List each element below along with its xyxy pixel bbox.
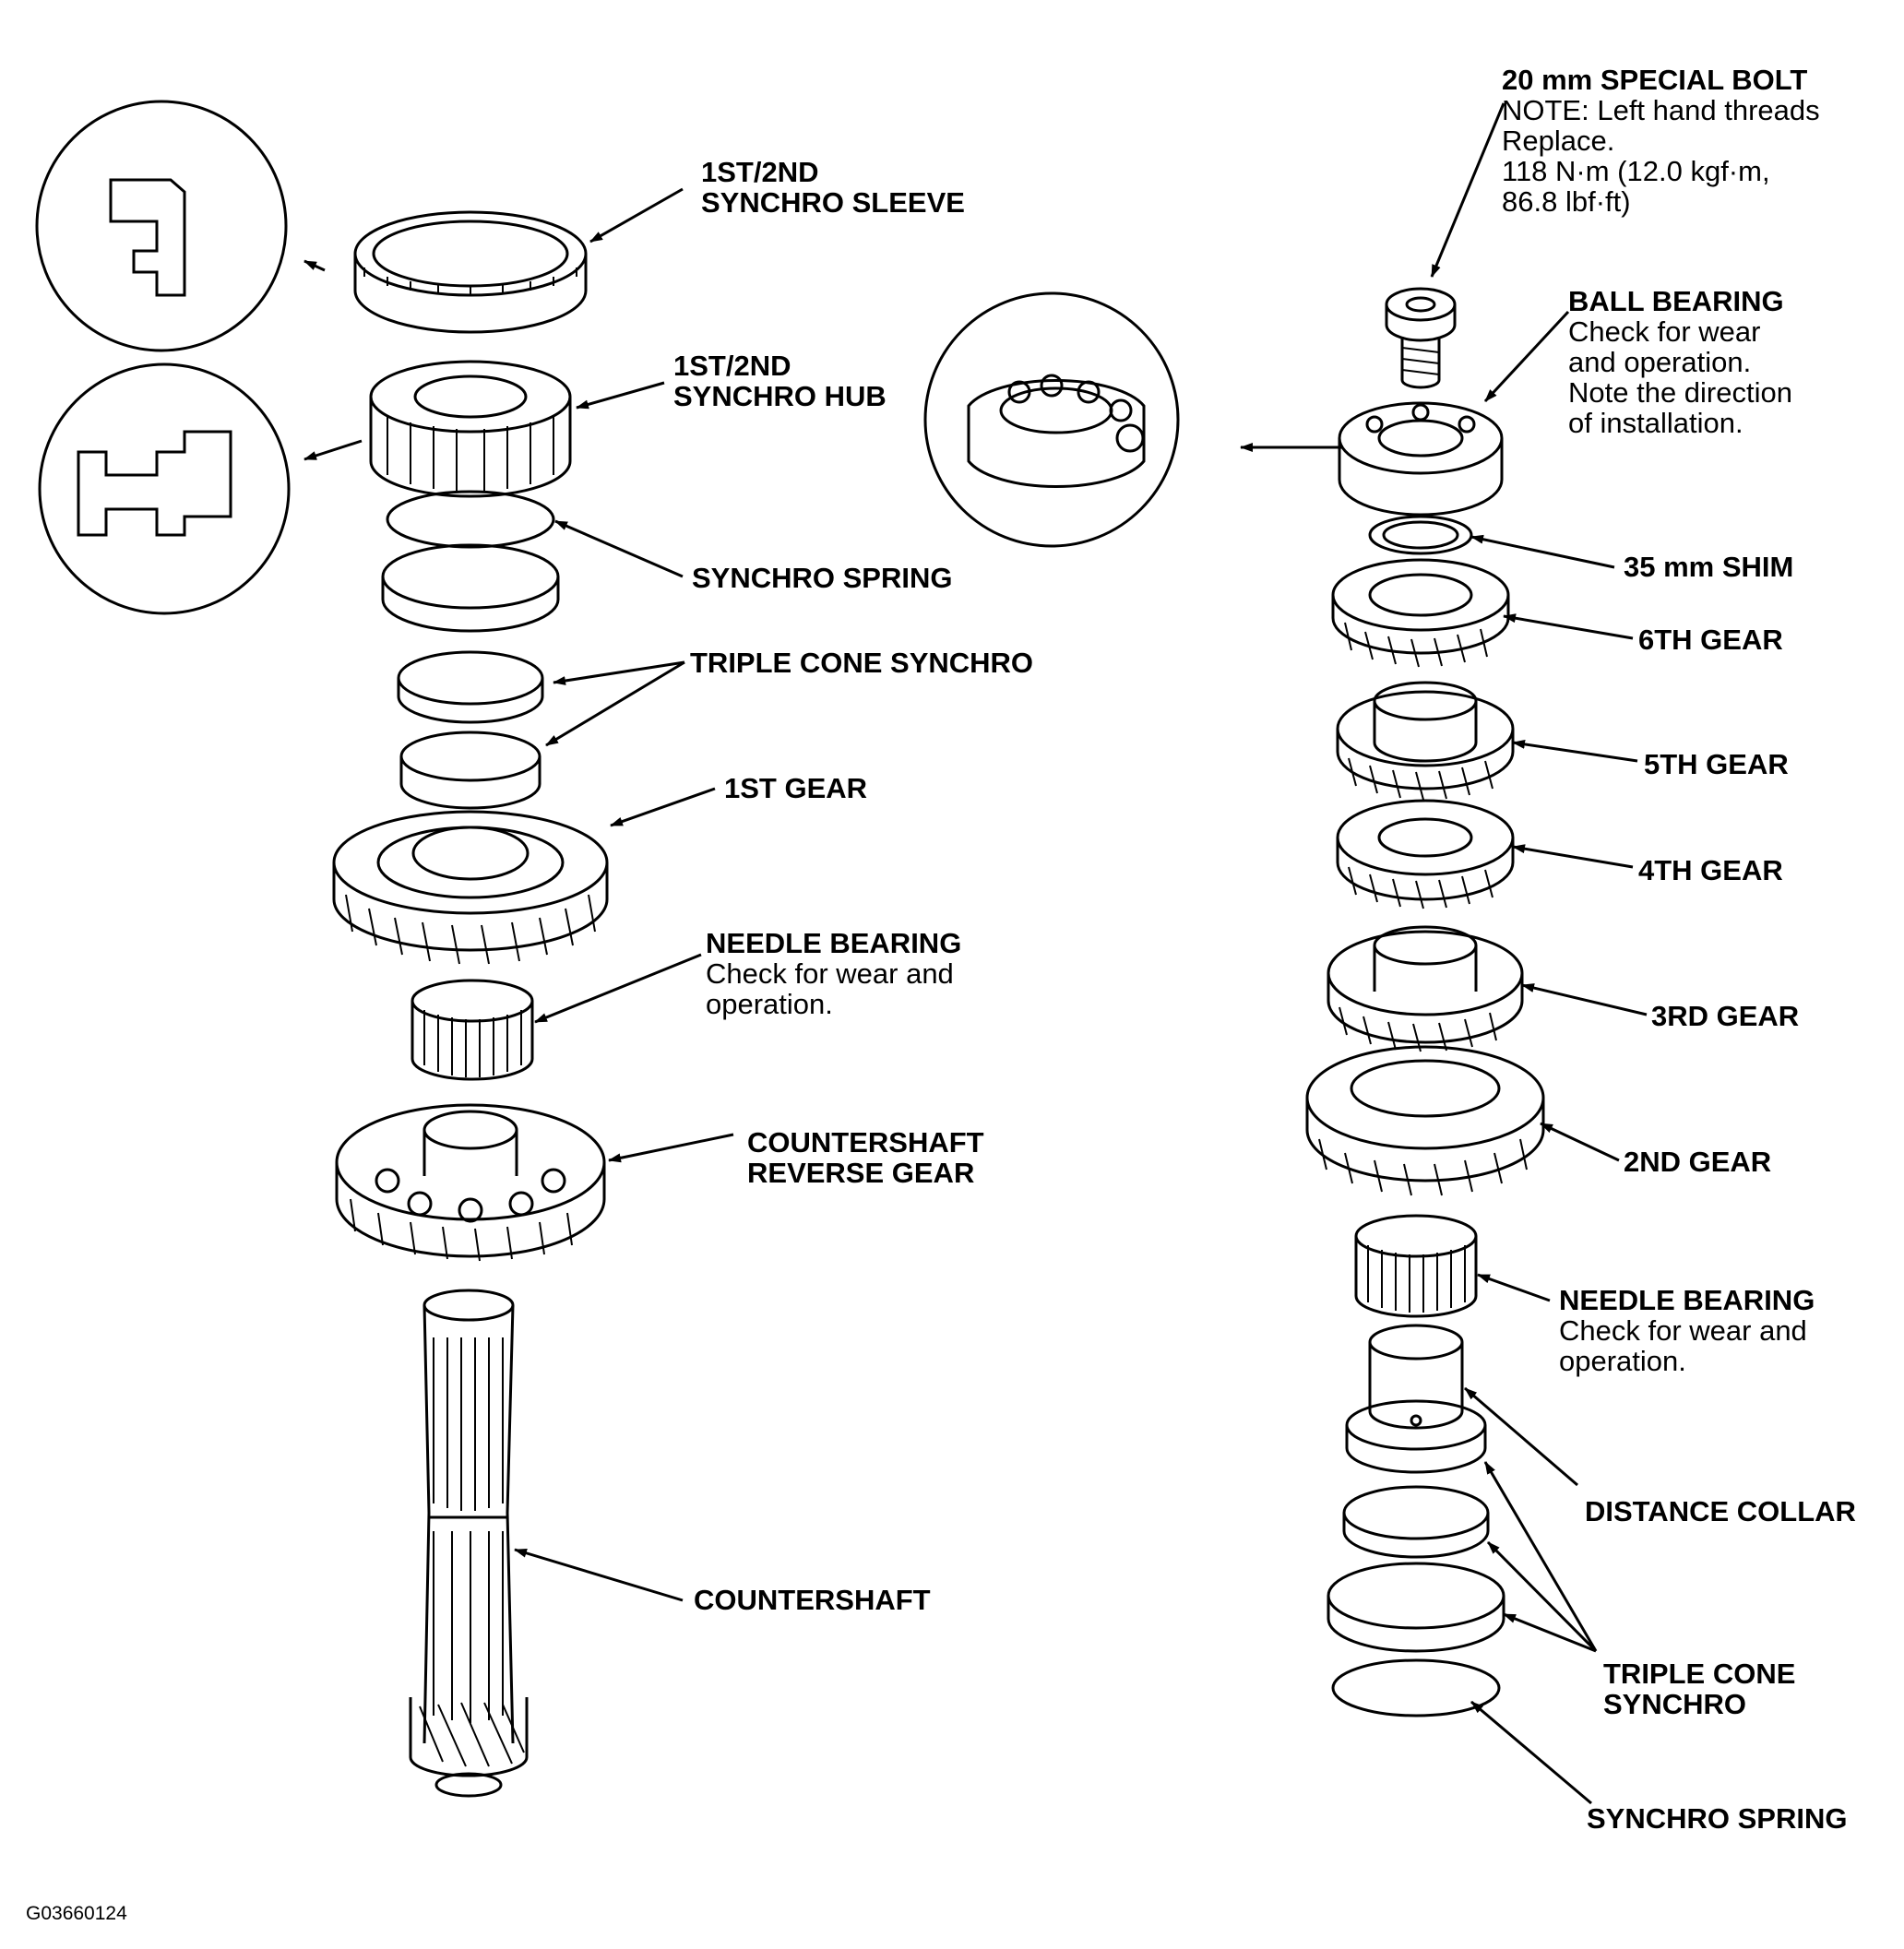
label-synchro-spring-left-text: SYNCHRO SPRING bbox=[692, 562, 953, 594]
label-synchro-hub: 1ST/2ND SYNCHRO HUB bbox=[673, 351, 887, 411]
label-triple-cone-right-line1: TRIPLE CONE bbox=[1603, 1658, 1796, 1690]
label-reverse-gear-line1: COUNTERSHAFT bbox=[747, 1126, 984, 1159]
label-special-bolt-note2: Replace. bbox=[1502, 125, 1615, 157]
label-synchro-spring-right-text: SYNCHRO SPRING bbox=[1587, 1802, 1848, 1835]
label-synchro-sleeve-line2: SYNCHRO SLEEVE bbox=[701, 186, 965, 219]
countershaft-reverse-gear bbox=[335, 1103, 606, 1262]
label-shim: 35 mm SHIM bbox=[1624, 552, 1793, 582]
label-special-bolt-note3: 118 N·m (12.0 kgf·m, bbox=[1502, 155, 1770, 187]
synchro-sleeve bbox=[353, 210, 588, 334]
label-second-gear-text: 2ND GEAR bbox=[1624, 1146, 1772, 1178]
second-gear bbox=[1305, 1045, 1545, 1196]
label-third-gear-text: 3RD GEAR bbox=[1651, 1000, 1800, 1032]
label-sixth-gear-text: 6TH GEAR bbox=[1638, 624, 1783, 656]
label-synchro-sleeve: 1ST/2ND SYNCHRO SLEEVE bbox=[701, 157, 965, 218]
needle-bearing-right bbox=[1354, 1214, 1478, 1318]
special-bolt bbox=[1385, 287, 1457, 389]
label-triple-cone-right: TRIPLE CONE SYNCHRO bbox=[1603, 1658, 1795, 1719]
label-special-bolt: 20 mm SPECIAL BOLT NOTE: Left hand threa… bbox=[1502, 65, 1820, 217]
label-needle-bearing-left-note2: operation. bbox=[706, 988, 833, 1020]
label-special-bolt-note1: NOTE: Left hand threads bbox=[1502, 94, 1820, 126]
label-second-gear: 2ND GEAR bbox=[1624, 1147, 1771, 1177]
needle-bearing-left bbox=[411, 979, 534, 1081]
label-needle-bearing-right-title: NEEDLE BEARING bbox=[1559, 1284, 1815, 1316]
shim-35mm bbox=[1368, 515, 1473, 555]
label-special-bolt-title: 20 mm SPECIAL BOLT bbox=[1502, 64, 1808, 96]
label-needle-bearing-left-title: NEEDLE BEARING bbox=[706, 927, 962, 959]
label-countershaft-text: COUNTERSHAFT bbox=[694, 1584, 931, 1616]
label-triple-cone-right-line2: SYNCHRO bbox=[1603, 1688, 1747, 1720]
synchro-spring-left bbox=[386, 490, 555, 549]
label-fifth-gear-text: 5TH GEAR bbox=[1644, 748, 1789, 780]
label-synchro-spring-right: SYNCHRO SPRING bbox=[1587, 1803, 1847, 1834]
label-first-gear: 1ST GEAR bbox=[724, 773, 867, 803]
label-needle-bearing-left: NEEDLE BEARING Check for wear and operat… bbox=[706, 928, 961, 1019]
left-leader-lines bbox=[514, 187, 734, 1602]
label-needle-bearing-left-note1: Check for wear and bbox=[706, 957, 954, 990]
right-leader-lines bbox=[1430, 102, 1648, 1805]
label-synchro-spring-left: SYNCHRO SPRING bbox=[692, 563, 952, 593]
third-gear bbox=[1327, 925, 1524, 1052]
synchro-hub bbox=[369, 360, 572, 498]
synchro-spring-right bbox=[1331, 1658, 1501, 1717]
fifth-gear bbox=[1336, 681, 1515, 801]
label-third-gear: 3RD GEAR bbox=[1651, 1001, 1799, 1031]
label-fourth-gear: 4TH GEAR bbox=[1638, 855, 1783, 885]
label-ball-bearing: BALL BEARING Check for wear and operatio… bbox=[1568, 286, 1792, 438]
distance-collar bbox=[1368, 1324, 1464, 1430]
label-distance-collar-text: DISTANCE COLLAR bbox=[1585, 1495, 1856, 1527]
label-ball-bearing-note3: Note the direction bbox=[1568, 376, 1792, 409]
label-needle-bearing-right-note2: operation. bbox=[1559, 1345, 1686, 1377]
figure-code: G03660124 bbox=[26, 1903, 127, 1924]
label-needle-bearing-right: NEEDLE BEARING Check for wear and operat… bbox=[1559, 1285, 1815, 1376]
label-countershaft: COUNTERSHAFT bbox=[694, 1585, 931, 1615]
label-special-bolt-note4: 86.8 lbf·ft) bbox=[1502, 185, 1631, 218]
first-gear bbox=[332, 810, 609, 965]
label-fifth-gear: 5TH GEAR bbox=[1644, 749, 1789, 779]
label-ball-bearing-note2: and operation. bbox=[1568, 346, 1752, 378]
triple-cone-synchro-left bbox=[381, 543, 560, 810]
label-sixth-gear: 6TH GEAR bbox=[1638, 624, 1783, 655]
label-needle-bearing-right-note1: Check for wear and bbox=[1559, 1314, 1807, 1347]
label-synchro-hub-line1: 1ST/2ND bbox=[673, 350, 791, 382]
sleeve-profile-detail bbox=[35, 100, 326, 352]
label-triple-cone-left: TRIPLE CONE SYNCHRO bbox=[690, 648, 1033, 678]
label-ball-bearing-title: BALL BEARING bbox=[1568, 285, 1784, 317]
label-first-gear-text: 1ST GEAR bbox=[724, 772, 868, 804]
ball-bearing bbox=[1338, 401, 1504, 517]
label-shim-text: 35 mm SHIM bbox=[1624, 551, 1794, 583]
ball-bearing-detail bbox=[923, 291, 1342, 548]
label-reverse-gear-line2: REVERSE GEAR bbox=[747, 1157, 975, 1189]
label-synchro-sleeve-line1: 1ST/2ND bbox=[701, 156, 819, 188]
hub-profile-detail bbox=[38, 362, 363, 615]
label-fourth-gear-text: 4TH GEAR bbox=[1638, 854, 1783, 886]
countershaft bbox=[409, 1289, 529, 1798]
label-triple-cone-left-text: TRIPLE CONE SYNCHRO bbox=[690, 647, 1034, 679]
label-distance-collar: DISTANCE COLLAR bbox=[1585, 1496, 1856, 1527]
fourth-gear bbox=[1336, 799, 1515, 909]
sixth-gear bbox=[1331, 558, 1510, 668]
label-countershaft-reverse-gear: COUNTERSHAFT REVERSE GEAR bbox=[747, 1127, 984, 1188]
label-ball-bearing-note1: Check for wear bbox=[1568, 315, 1761, 348]
label-ball-bearing-note4: of installation. bbox=[1568, 407, 1743, 439]
triple-cone-synchro-right bbox=[1327, 1399, 1505, 1653]
label-synchro-hub-line2: SYNCHRO HUB bbox=[673, 380, 887, 412]
